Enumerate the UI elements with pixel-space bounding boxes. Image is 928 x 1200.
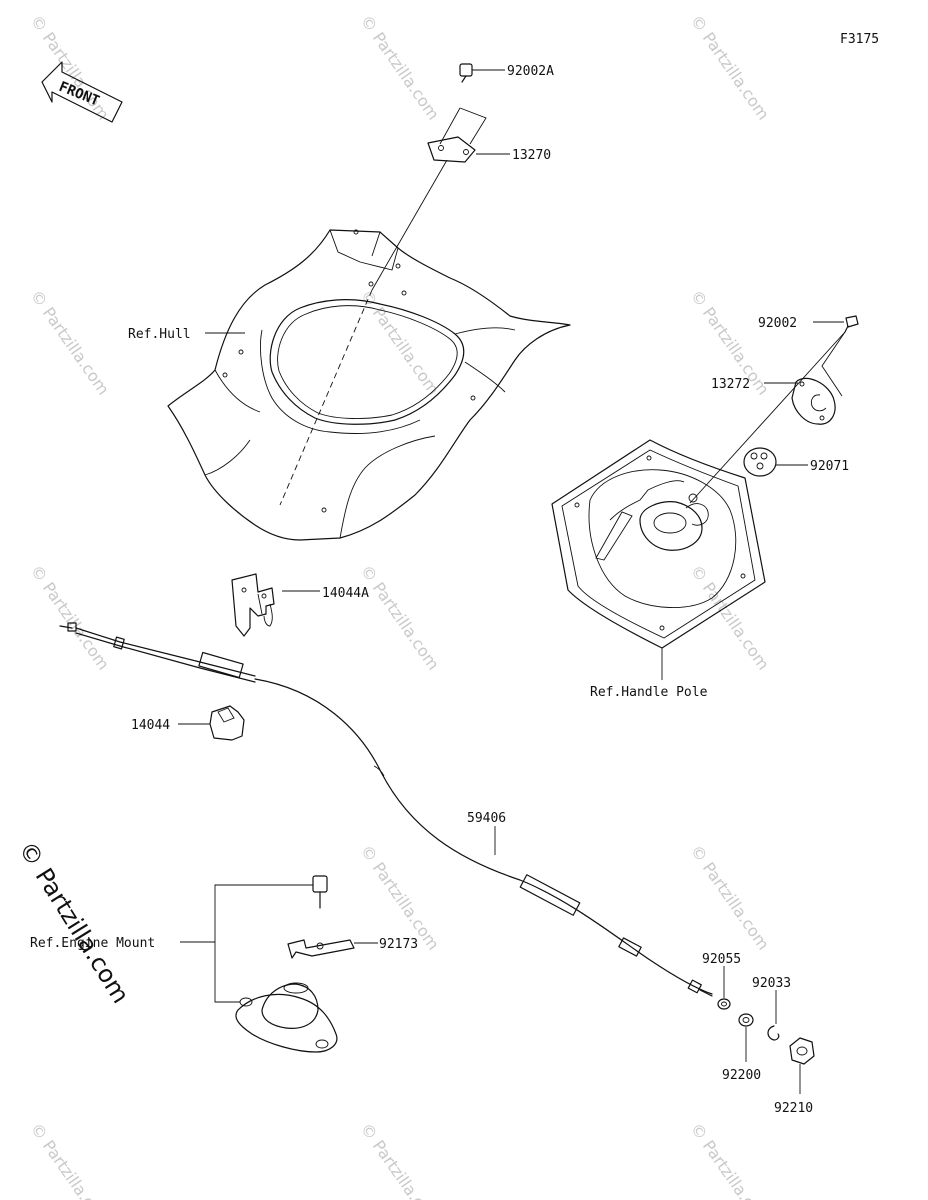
label-92210: 92210: [774, 1101, 813, 1116]
washer-92200-icon: [738, 1013, 754, 1027]
watermark-8: © Partzilla.com: [357, 561, 443, 673]
watermark-13: © Partzilla.com: [357, 1119, 443, 1200]
watermark-12: © Partzilla.com: [27, 1119, 113, 1200]
watermark-layer: © Partzilla.com © Partzilla.com © Partzi…: [13, 11, 773, 1200]
watermark-1: © Partzilla.com: [27, 11, 113, 123]
nut-92210-icon: [789, 1037, 815, 1065]
label-14044: 14044: [131, 718, 170, 733]
cable-59406-icon: [59, 622, 713, 997]
grommet-92071-icon: [743, 447, 777, 477]
clip-14044-icon: [209, 705, 245, 741]
bracket-92173-icon: [287, 939, 355, 959]
clamp-13272-icon: [791, 377, 836, 425]
bolt-92002-icon: [844, 315, 859, 333]
label-59406: 59406: [467, 811, 506, 826]
label-92033: 92033: [752, 976, 791, 991]
label-ref-hull: Ref.Hull: [128, 327, 191, 342]
bolt-92002A-icon: [459, 63, 505, 83]
handle-pole-icon: [551, 439, 766, 649]
watermark-7: © Partzilla.com: [27, 561, 113, 673]
label-ref-engine-mount: Ref.Engine Mount: [30, 936, 155, 951]
label-13270: 13270: [512, 148, 551, 163]
watermark-3: © Partzilla.com: [687, 11, 773, 123]
engine-mount-bolt-icon: [312, 875, 328, 909]
clip-92033-icon: [767, 1025, 780, 1041]
label-92002A: 92002A: [507, 64, 554, 79]
figure-code: F3175: [840, 32, 879, 47]
plate-13270-icon: [427, 136, 476, 163]
bracket-14044A-icon: [231, 573, 275, 637]
watermark-5: © Partzilla.com: [357, 286, 443, 398]
label-92002: 92002: [758, 316, 797, 331]
label-92071: 92071: [810, 459, 849, 474]
label-92055: 92055: [702, 952, 741, 967]
watermark-side: © Partzilla.com: [13, 836, 135, 1008]
label-92173: 92173: [379, 937, 418, 952]
watermark-11: © Partzilla.com: [687, 841, 773, 953]
label-ref-handle-pole: Ref.Handle Pole: [590, 685, 708, 700]
engine-mount-icon: [235, 982, 338, 1053]
watermark-4: © Partzilla.com: [27, 286, 113, 398]
watermark-9: © Partzilla.com: [687, 561, 773, 673]
label-13272: 13272: [711, 377, 750, 392]
watermark-14: © Partzilla.com: [687, 1119, 773, 1200]
watermark-2: © Partzilla.com: [357, 11, 443, 123]
label-14044A: 14044A: [322, 586, 369, 601]
washer-92055-icon: [717, 998, 731, 1010]
label-92200: 92200: [722, 1068, 761, 1083]
hull-icon: [167, 229, 571, 541]
